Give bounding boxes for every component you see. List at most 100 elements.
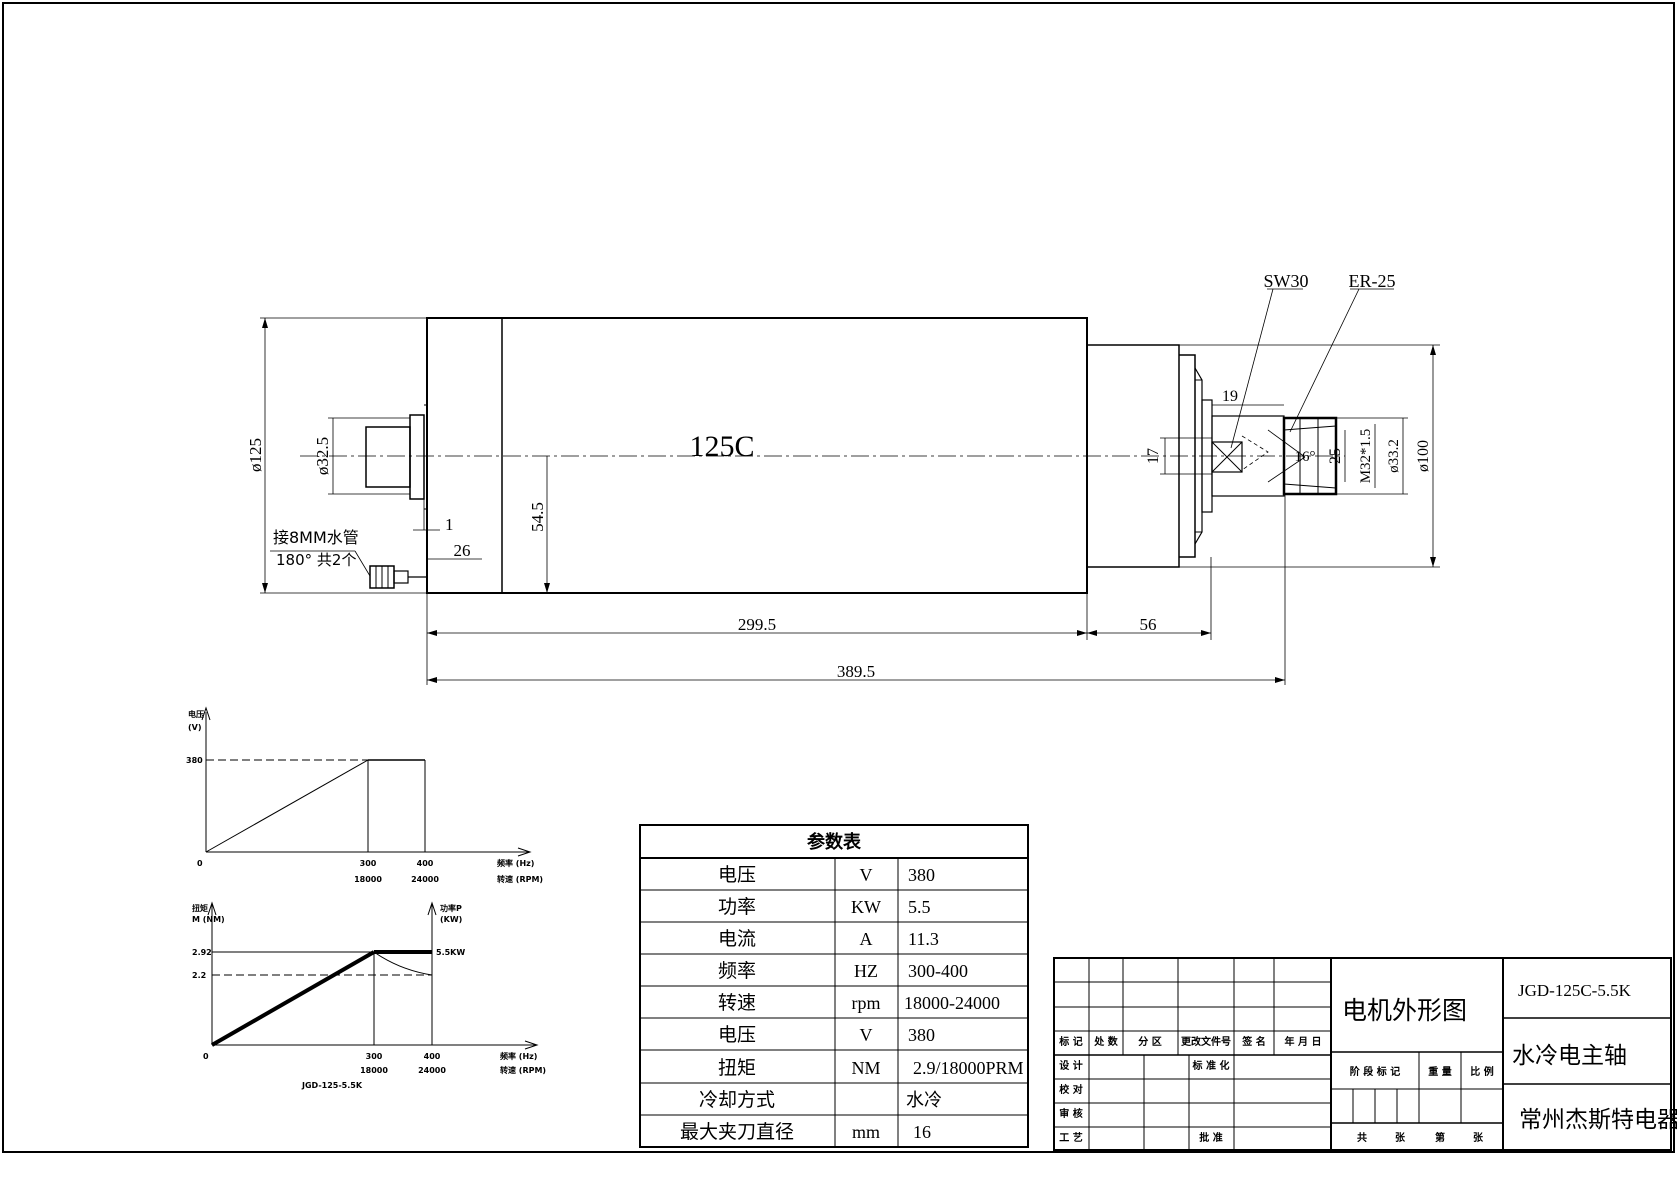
model-label: 125C bbox=[689, 430, 754, 463]
voltage-xtick-2-rpm: 24000 bbox=[411, 875, 439, 884]
param-unit: A bbox=[860, 929, 873, 949]
er-callout: ER-25 bbox=[1349, 271, 1396, 291]
dim-rear-dia: ø32.5 bbox=[313, 437, 332, 475]
param-name: 电压 bbox=[718, 864, 756, 886]
role-check: 校 对 bbox=[1059, 1083, 1082, 1096]
voltage-xlabel-2: 转速 (RPM) bbox=[497, 874, 543, 884]
water-note-2: 180° 共2个 bbox=[276, 551, 356, 569]
weight-label: 重 量 bbox=[1428, 1065, 1451, 1078]
torque-curve bbox=[373, 951, 433, 976]
param-unit: mm bbox=[852, 1122, 880, 1142]
param-value: 380 bbox=[908, 865, 935, 885]
scale-label: 比 例 bbox=[1470, 1065, 1493, 1078]
voltage-ytick: 380 bbox=[186, 756, 203, 765]
rev-header: 更改文件号 bbox=[1181, 1035, 1231, 1048]
torque-origin: 0 bbox=[203, 1052, 209, 1061]
param-unit: HZ bbox=[854, 961, 878, 981]
param-value: 11.3 bbox=[908, 929, 939, 949]
product-name: 水冷电主轴 bbox=[1512, 1043, 1627, 1069]
param-unit: KW bbox=[851, 897, 881, 917]
torque-caption: JGD-125-5.5K bbox=[301, 1081, 363, 1090]
spindle-outline bbox=[365, 317, 1338, 594]
param-table-title: 参数表 bbox=[807, 831, 862, 853]
torque-chart: 扭矩 M (NM) 功率P (KW) 2.92 2.2 5.5KW 0 300 … bbox=[192, 901, 546, 1090]
model-number: JGD-125C-5.5K bbox=[1518, 981, 1632, 1000]
dim-body-dia: ø125 bbox=[246, 438, 265, 472]
param-unit: NM bbox=[851, 1058, 880, 1078]
voltage-xtick-1-hz: 300 bbox=[360, 859, 377, 868]
drawing-border bbox=[2, 2, 1675, 1153]
power-ramp-line bbox=[211, 950, 375, 1047]
dim-19: 19 bbox=[1222, 388, 1238, 405]
torque-xlabel-2: 转速 (RPM) bbox=[500, 1065, 546, 1075]
stage-mark: 阶 段 标 记 bbox=[1350, 1065, 1400, 1078]
param-name: 扭矩 bbox=[718, 1057, 756, 1079]
rev-header: 年 月 日 bbox=[1285, 1035, 1322, 1048]
voltage-xtick-1-rpm: 18000 bbox=[354, 875, 382, 884]
water-note-1: 接8MM水管 bbox=[273, 528, 359, 547]
dim-17: 17 bbox=[1145, 448, 1162, 464]
power-value-label: 5.5KW bbox=[436, 948, 465, 957]
voltage-ramp-line bbox=[205, 759, 369, 853]
power-yunit: (KW) bbox=[440, 915, 462, 924]
sheets-label-1: 张 bbox=[1395, 1131, 1406, 1144]
power-ylabel: 功率P bbox=[440, 903, 462, 913]
title-block: 标 记 处 数 分 区 更改文件号 签 名 年 月 日 设 计 标 准 化 校 … bbox=[1053, 957, 1677, 1151]
drawing-name: 电机外形图 bbox=[1342, 996, 1467, 1025]
dimension-arrows bbox=[262, 318, 1436, 683]
param-name: 功率 bbox=[718, 896, 756, 918]
param-name: 转速 bbox=[718, 992, 756, 1014]
role-process: 工 艺 bbox=[1059, 1131, 1082, 1144]
dim-26: 26 bbox=[454, 541, 471, 560]
torque-xtick-2-rpm: 24000 bbox=[418, 1066, 446, 1075]
torque-xlabel-1: 频率 (Hz) bbox=[500, 1051, 537, 1061]
role-approve: 批 准 bbox=[1199, 1131, 1222, 1144]
dimension-lines bbox=[260, 288, 1440, 685]
torque-yunit: M (NM) bbox=[192, 915, 225, 924]
torque-xtick-1-hz: 300 bbox=[366, 1052, 383, 1061]
param-value: 18000-24000 bbox=[904, 993, 1000, 1013]
torque-xtick-1-rpm: 18000 bbox=[360, 1066, 388, 1075]
role-standardization: 标 准 化 bbox=[1192, 1059, 1230, 1072]
rev-header: 处 数 bbox=[1093, 1035, 1118, 1048]
param-table: 参数表 电压 V 380 功率 KW 5.5 电流 A 11.3 频率 HZ 3… bbox=[639, 824, 1029, 1148]
role-design: 设 计 bbox=[1059, 1059, 1082, 1072]
param-unit: V bbox=[860, 865, 873, 885]
dim-56: 56 bbox=[1140, 615, 1157, 634]
param-value: 2.9/18000PRM bbox=[913, 1058, 1024, 1078]
param-name: 最大夹刀直径 bbox=[680, 1121, 794, 1143]
dim-thread: M32*1.5 bbox=[1358, 429, 1374, 484]
voltage-yunit: (V) bbox=[188, 723, 202, 732]
param-unit: V bbox=[860, 1025, 873, 1045]
rev-header: 签 名 bbox=[1241, 1035, 1265, 1048]
dim-389-5: 389.5 bbox=[837, 662, 875, 681]
torque-xtick-2-hz: 400 bbox=[424, 1052, 441, 1061]
torque-ytick-1: 2.92 bbox=[192, 948, 212, 957]
param-value: 380 bbox=[908, 1025, 935, 1045]
dim-dia-100: ø100 bbox=[1415, 440, 1432, 472]
sheets-label-2: 张 bbox=[1473, 1131, 1484, 1144]
dim-dia-33-2: ø33.2 bbox=[1386, 439, 1402, 473]
param-unit: rpm bbox=[852, 993, 881, 1013]
dim-1: 1 bbox=[445, 515, 454, 534]
torque-ylabel: 扭矩 bbox=[192, 903, 208, 913]
company-name: 常州杰斯特电器 bbox=[1519, 1107, 1677, 1133]
voltage-xtick-2-hz: 400 bbox=[417, 859, 434, 868]
param-name: 电压 bbox=[718, 1024, 756, 1046]
dim-299-5: 299.5 bbox=[738, 615, 776, 634]
sw-callout: SW30 bbox=[1264, 271, 1309, 291]
rev-header: 分 区 bbox=[1138, 1035, 1161, 1048]
role-review: 审 核 bbox=[1059, 1107, 1082, 1120]
sheet-no-label: 第 bbox=[1435, 1131, 1445, 1144]
param-value: 300-400 bbox=[908, 961, 968, 981]
dim-25: 25 bbox=[1327, 448, 1344, 464]
dimension-labels: 125C SW30 ER-25 ø125 ø32.5 1 26 54.5 299… bbox=[246, 271, 1432, 681]
param-value: 16 bbox=[913, 1122, 931, 1142]
voltage-ylabel: 电压 bbox=[188, 709, 204, 719]
torque-ytick-2: 2.2 bbox=[192, 971, 206, 980]
voltage-chart: 电压 (V) 380 0 300 18000 400 24000 频率 (Hz)… bbox=[186, 706, 543, 884]
param-name: 频率 bbox=[718, 960, 756, 982]
param-value: 5.5 bbox=[908, 897, 931, 917]
total-label: 共 bbox=[1357, 1131, 1367, 1144]
